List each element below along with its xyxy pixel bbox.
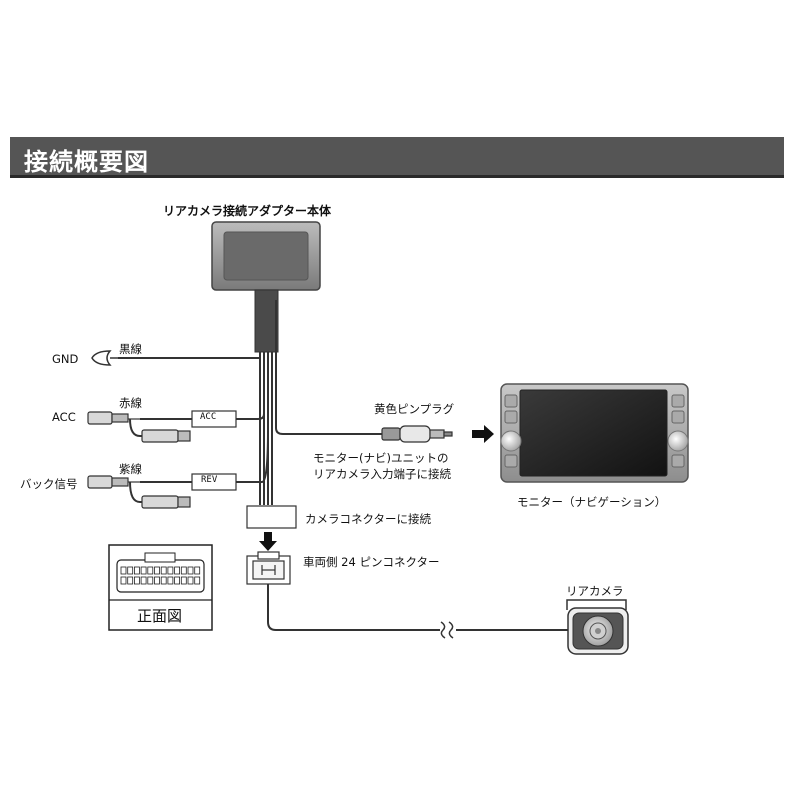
connector-pin xyxy=(187,576,194,585)
connector-pin xyxy=(180,566,187,575)
connector-pin xyxy=(194,576,201,585)
camera-connector-box xyxy=(246,505,297,529)
acc-connector xyxy=(87,410,237,443)
gnd-terminal-label: GND xyxy=(52,352,79,366)
acc-tag: ACC xyxy=(200,412,217,422)
connector-pin xyxy=(147,576,154,585)
connector-pin xyxy=(167,566,174,575)
cable-break-symbol xyxy=(440,621,454,639)
vehicle-connector-label: 車両側 24 ピンコネクター xyxy=(303,555,440,569)
adapter-body xyxy=(211,221,321,353)
connector-pin xyxy=(154,566,160,575)
section-header: 接続概要図 xyxy=(10,137,784,178)
connector-pin xyxy=(127,576,134,585)
connector-pin xyxy=(120,566,127,575)
connector-pin xyxy=(147,566,154,575)
rear-camera-device xyxy=(566,599,629,655)
section-title: 接続概要図 xyxy=(24,148,149,176)
vehicle-connector xyxy=(246,551,291,585)
wire-harness xyxy=(118,300,572,631)
acc-color-label: 赤線 xyxy=(119,396,142,410)
rev-terminal-label: バック信号 xyxy=(20,477,78,491)
monitor-label: モニター（ナビゲーション） xyxy=(517,495,667,509)
connector-pin xyxy=(160,566,167,575)
connector-pin xyxy=(187,566,194,575)
connector-pin xyxy=(127,566,134,575)
connector-pin xyxy=(194,566,201,575)
connector-pin xyxy=(140,576,147,585)
camera-connector-label: カメラコネクターに接続 xyxy=(305,512,432,526)
rev-connector xyxy=(87,473,237,509)
rev-tag: REV xyxy=(201,475,218,485)
front-view-label: 正面図 xyxy=(137,607,183,625)
rca-label: 黄色ピンプラグ xyxy=(374,402,455,416)
connector-pin xyxy=(140,566,147,575)
rca-plug xyxy=(381,425,453,443)
arrow-down-icon xyxy=(259,532,277,551)
acc-terminal-label: ACC xyxy=(52,410,76,424)
connector-pin xyxy=(174,566,181,575)
connector-pin xyxy=(133,566,140,575)
connector-pins xyxy=(120,566,201,585)
connector-pin xyxy=(160,576,167,585)
arrow-right-icon xyxy=(472,425,494,443)
connector-pin xyxy=(174,576,181,585)
adapter-title: リアカメラ接続アダプター本体 xyxy=(163,204,332,218)
connector-pin xyxy=(154,576,160,585)
connector-pin xyxy=(180,576,187,585)
rear-camera-label: リアカメラ xyxy=(566,584,624,598)
connector-pin xyxy=(120,576,127,585)
gnd-color-label: 黒線 xyxy=(119,342,142,356)
monitor-device xyxy=(500,383,689,483)
connector-pin xyxy=(133,576,140,585)
gnd-terminal xyxy=(91,350,118,366)
rca-note-line2: リアカメラ入力端子に接続 xyxy=(313,467,451,481)
connector-pin xyxy=(167,576,174,585)
rev-color-label: 紫線 xyxy=(119,462,142,476)
rca-note-line1: モニター(ナビ)ユニットの xyxy=(313,451,449,465)
